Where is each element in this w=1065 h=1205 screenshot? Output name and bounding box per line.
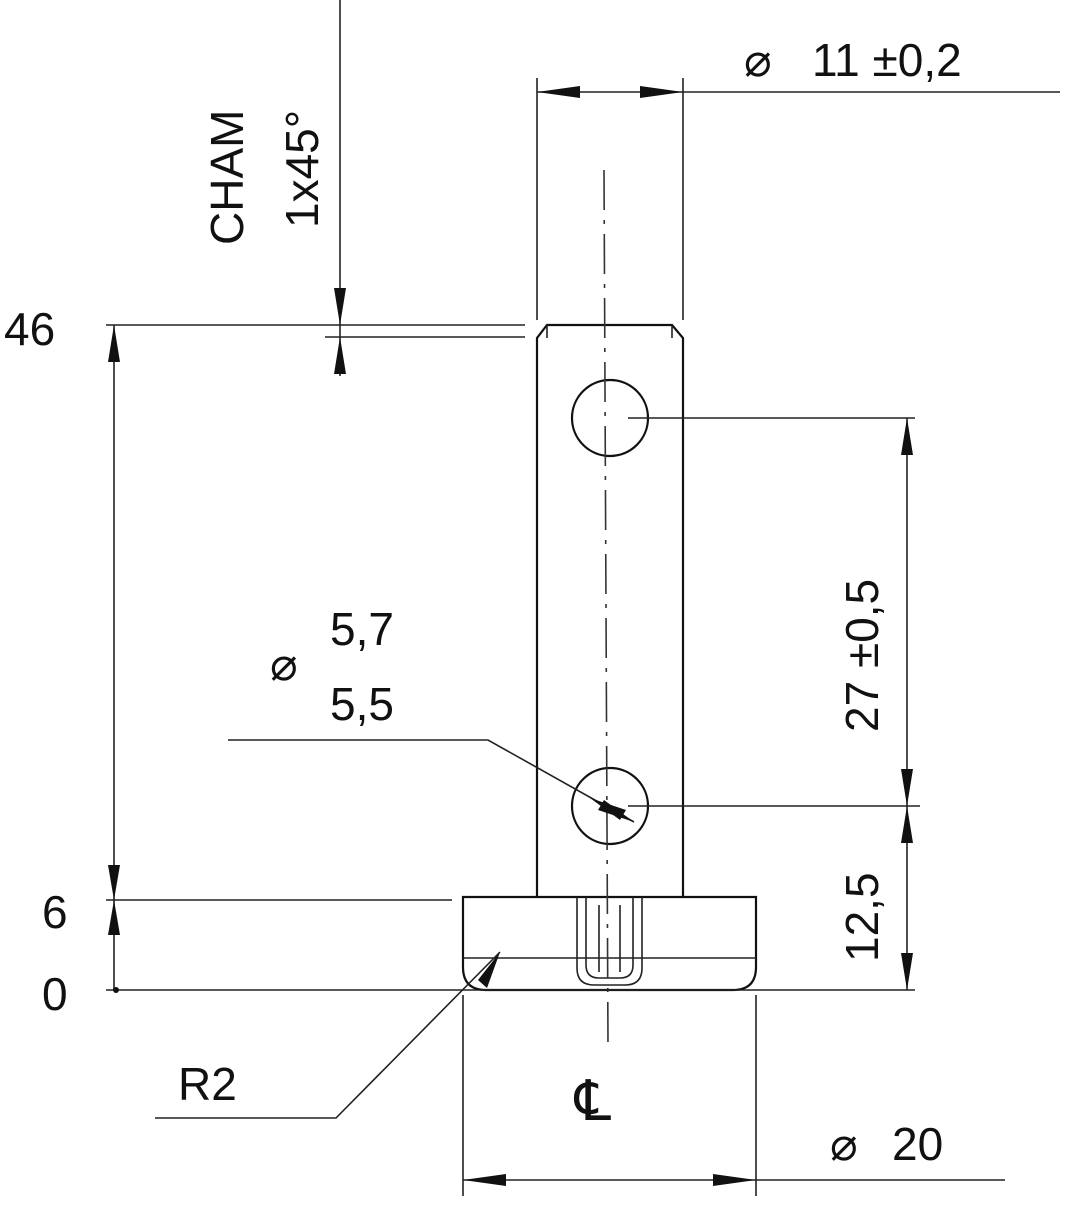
hole-diameter-upper: 5,7 (330, 603, 394, 655)
base-diameter-symbol: ⌀ (830, 1118, 858, 1170)
base-slot (576, 897, 643, 986)
hole-diameter-leader (228, 739, 635, 823)
base-flange (461, 895, 758, 992)
pin-shaft (535, 323, 685, 897)
fillet-radius-label: R2 (178, 1058, 237, 1110)
base-diameter-dimension (462, 995, 1005, 1196)
center-line (603, 169, 609, 1046)
height-label-46: 46 (4, 303, 55, 355)
pin-diameter-symbol: ⌀ (744, 34, 772, 86)
height-label-0: 0 (42, 968, 68, 1020)
pin-diameter-dimension (536, 78, 1060, 320)
chamfer-dimension (325, 0, 525, 376)
hole-spacing-dimension (628, 417, 920, 990)
hole-offset-label: 12,5 (836, 872, 888, 962)
center-line-mark: ℄ (573, 1069, 611, 1132)
fillet-radius-leader (155, 951, 501, 1119)
pin-diameter-label: 11 ±0,2 (812, 34, 962, 86)
hole-diameter-symbol: ⌀ (270, 638, 298, 690)
hole-diameter-lower: 5,5 (330, 678, 394, 730)
chamfer-label-line1: CHAM (201, 110, 253, 245)
chamfer-label-line2: 1x45° (276, 110, 328, 228)
height-label-6: 6 (42, 886, 68, 938)
base-diameter-label: 20 (892, 1118, 943, 1170)
hole-spacing-label: 27 ±0,5 (836, 579, 888, 732)
height-scale (106, 324, 915, 993)
